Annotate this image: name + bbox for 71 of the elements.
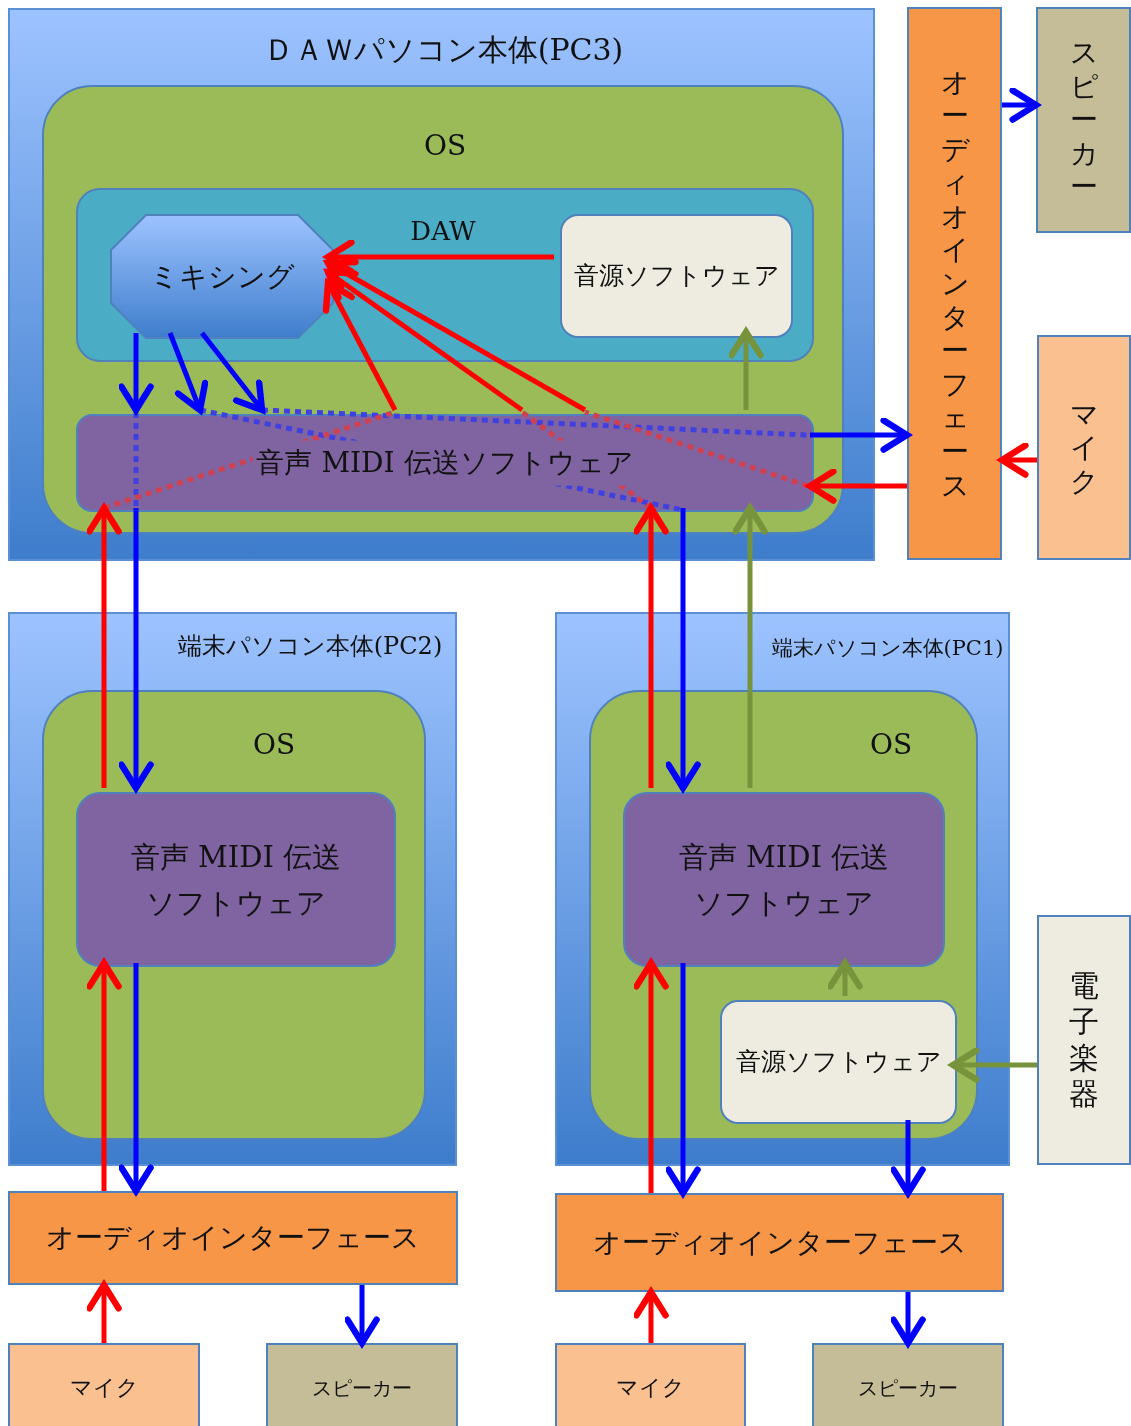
arrow [633, 1288, 669, 1343]
panel-title: OS [422, 129, 468, 163]
arrow [86, 504, 122, 788]
panel-title: DAW [409, 216, 477, 248]
box-label: 音源ソフトウェア [573, 260, 780, 292]
arrow [732, 504, 768, 788]
arrow [118, 333, 154, 414]
arrow [200, 331, 266, 414]
arrow [1002, 87, 1040, 123]
daw-panel [76, 188, 814, 362]
audio-interface-box [555, 1193, 1004, 1292]
arrow [633, 504, 669, 788]
os-panel [42, 85, 844, 534]
transfer-software-box [76, 792, 396, 967]
box-label: マイク [615, 1374, 686, 1403]
panel-title: 端末パソコン本体(PC1) [770, 636, 1005, 662]
instrument-box [1037, 915, 1131, 1165]
box-label: オーディオインターフェース [940, 65, 969, 502]
arrow [322, 279, 398, 412]
arrow [344, 1285, 380, 1347]
box-label: 電子楽器 [1069, 968, 1099, 1112]
box-label: ミキシング [148, 258, 296, 295]
computer-panel [555, 612, 1010, 1166]
box-label: 音声 MIDI 伝送ソフトウェア [129, 838, 343, 922]
box-label: スピーカー [857, 1375, 959, 1402]
arrow [118, 508, 154, 792]
arrow [633, 959, 669, 1193]
mixing-octagon [110, 214, 334, 339]
panel-title: 端末パソコン本体(PC2) [176, 632, 444, 661]
os-panel [589, 690, 978, 1140]
arrow [810, 417, 911, 453]
computer-panel [8, 612, 457, 1166]
arrow [324, 268, 524, 413]
arrow [827, 959, 863, 996]
box-label: 音声 MIDI 伝送ソフトウェア [677, 838, 891, 922]
computer-panel [8, 8, 875, 561]
arrow [118, 963, 154, 1195]
arrow [806, 468, 907, 504]
arrow [86, 1281, 122, 1343]
box-label: マイク [1070, 397, 1098, 498]
box-label: オーディオインターフェース [591, 1224, 968, 1261]
speaker-box [266, 1343, 458, 1426]
arrow [728, 328, 764, 410]
box-label: マイク [68, 1374, 140, 1403]
os-panel [42, 690, 426, 1140]
software-box [720, 1000, 957, 1124]
microphone-box [8, 1343, 200, 1426]
box-label: オーディオインターフェース [45, 1219, 421, 1256]
microphone-box [555, 1343, 746, 1426]
box-label: スピーカー [311, 1375, 413, 1402]
microphone-box [1037, 335, 1131, 560]
panel-title: OS [251, 728, 297, 762]
audio-interface-box [8, 1191, 458, 1285]
arrow [324, 258, 587, 413]
arrow [86, 959, 122, 1191]
arrow [890, 1120, 926, 1197]
speaker-box [1036, 7, 1131, 233]
speaker-box [812, 1343, 1004, 1426]
audio-interface-box [907, 7, 1002, 560]
box-label: 音源ソフトウェア [735, 1046, 942, 1078]
arrow [998, 442, 1037, 478]
transfer-software-box [623, 792, 945, 967]
arrow [949, 1047, 1037, 1083]
arrow [665, 508, 701, 792]
panel-title: OS [868, 728, 914, 762]
arrow [665, 963, 701, 1197]
transfer-software-box [76, 414, 814, 512]
software-box [560, 214, 793, 338]
panel-title: ＤＡＷパソコン本体(PC3) [262, 32, 625, 68]
box-label: スピーカー [1069, 36, 1098, 204]
arrow [890, 1292, 926, 1347]
